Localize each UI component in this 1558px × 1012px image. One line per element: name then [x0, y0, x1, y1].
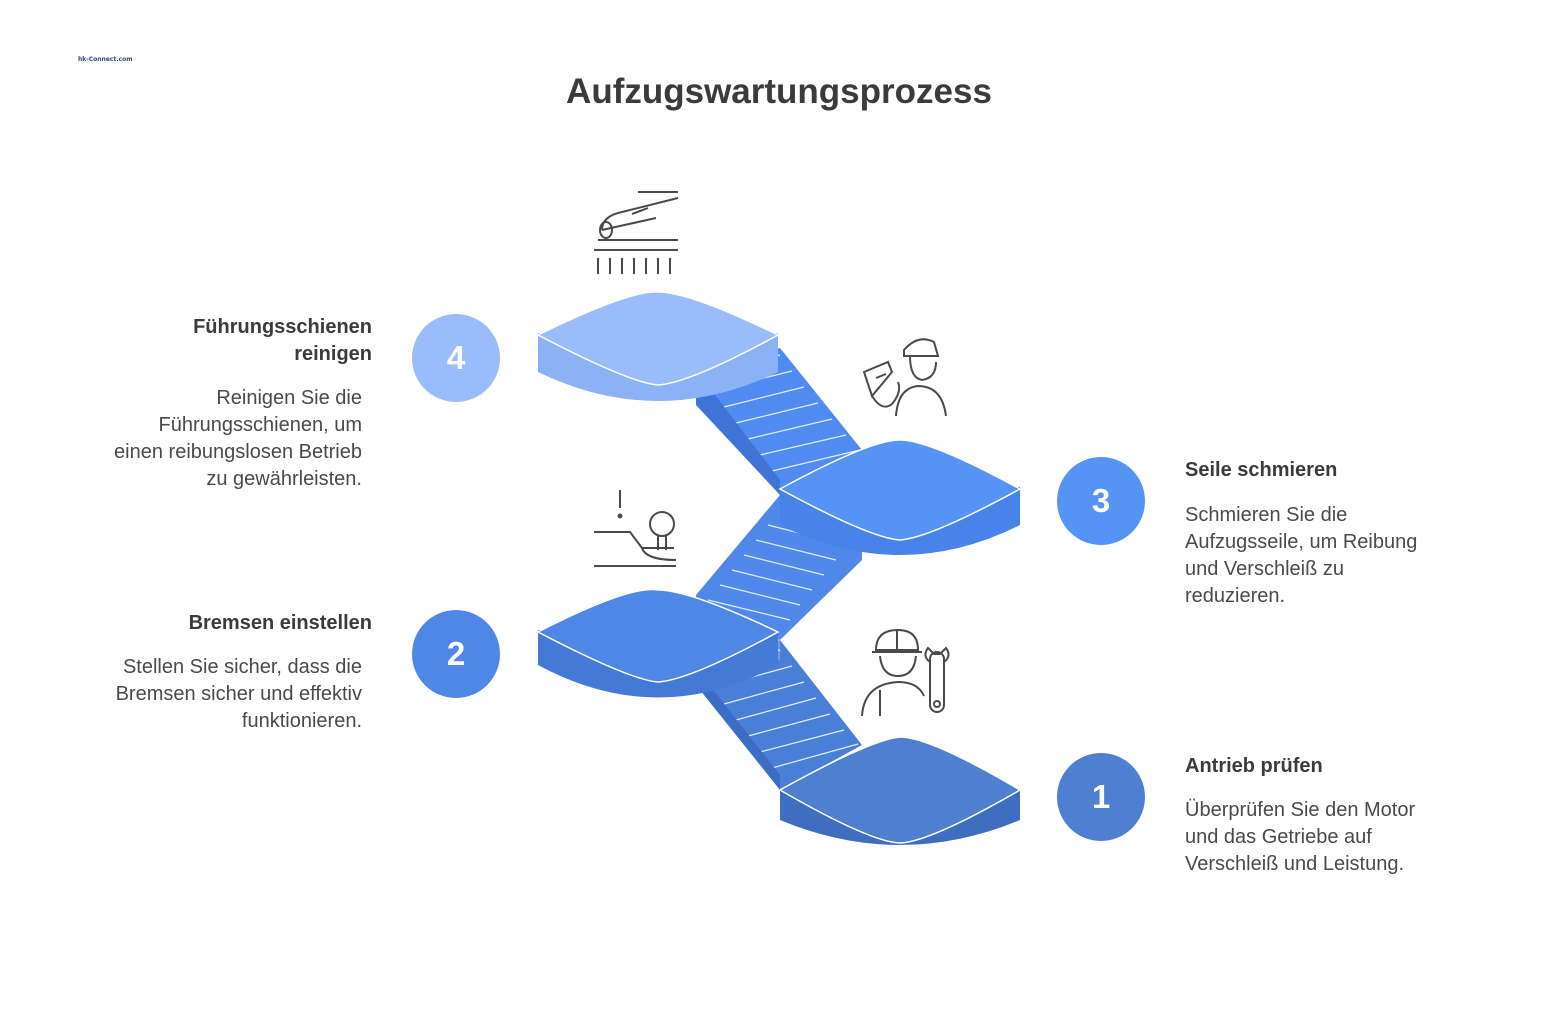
step-3-heading: Seile schmieren [1185, 459, 1338, 481]
step-4-heading: Führungsschienen reinigen [193, 316, 372, 365]
platform-4 [536, 291, 780, 401]
platform-1 [778, 736, 1022, 845]
step-4-description: Reinigen Sie die Führungsschienen, um ei… [114, 387, 362, 490]
platform-3 [778, 439, 1022, 555]
rail-cleaning-icon [594, 191, 679, 274]
step-1-description: Überprüfen Sie den Motor und das Getrieb… [1185, 799, 1416, 875]
step-1-badge: 1 [1057, 753, 1145, 841]
logo-text: hk-Connect.com [78, 56, 133, 63]
step-1-number: 1 [1091, 778, 1111, 815]
worker-writing-icon [862, 338, 947, 417]
step-2-number: 2 [446, 635, 466, 672]
logo: hk-Connect.com [78, 56, 133, 72]
step-3-badge: 3 [1057, 457, 1145, 545]
step-2-heading: Bremsen einstellen [188, 612, 372, 634]
step-2-description: Stellen Sie sicher, dass die Bremsen sic… [115, 656, 362, 732]
brake-lever-icon [594, 490, 677, 567]
step-1-heading: Antrieb prüfen [1185, 755, 1323, 777]
page-title: Aufzugswartungsprozess [566, 72, 992, 111]
step-4-badge: 4 [412, 314, 500, 402]
step-3-description: Schmieren Sie die Aufzugsseile, um Reibu… [1185, 504, 1418, 607]
engineer-wrench-icon [861, 628, 950, 717]
platform-2 [536, 588, 780, 698]
step-3-number: 3 [1091, 482, 1111, 519]
step-2-badge: 2 [412, 610, 500, 698]
step-4-number: 4 [446, 339, 466, 376]
